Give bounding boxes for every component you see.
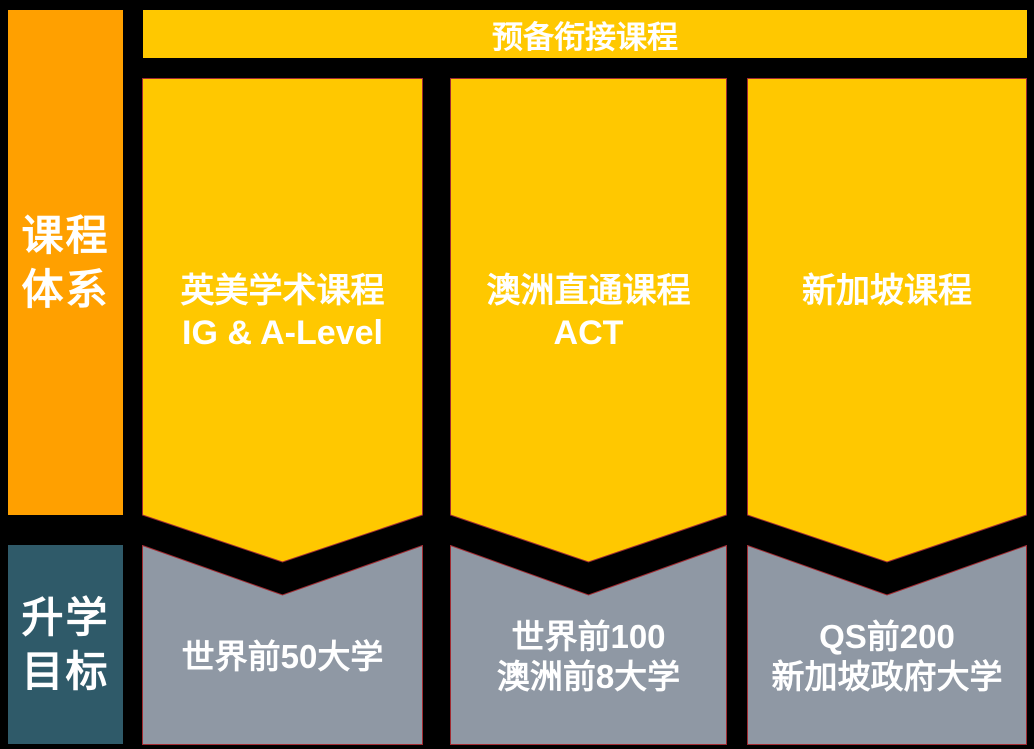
course-column-shape-3 xyxy=(747,78,1027,563)
goal-text-australia: 世界前100 澳洲前8大学 xyxy=(450,615,727,699)
goal-singapore-line2: 新加坡政府大学 xyxy=(771,658,1003,695)
sidebar-course-system-label: 课程 体系 xyxy=(8,10,123,515)
admission-goal-label-line2: 目标 xyxy=(21,647,110,695)
course-uk-us-line1: 英美学术课程 xyxy=(180,272,385,310)
prep-bridge-banner: 预备衔接课程 xyxy=(143,10,1027,58)
goal-australia-line2: 澳洲前8大学 xyxy=(496,658,681,695)
goal-text-uk-us: 世界前50大学 xyxy=(142,615,423,699)
course-system-label-line1: 课程 xyxy=(21,211,110,259)
course-system-label-line2: 体系 xyxy=(21,265,110,313)
course-column-shape-2 xyxy=(450,78,727,563)
goal-australia-line1: 世界前100 xyxy=(511,618,666,655)
course-australia-line1: 澳洲直通课程 xyxy=(486,272,691,310)
goal-uk-us-line1: 世界前50大学 xyxy=(181,638,384,675)
goal-block-shape-1 xyxy=(142,545,423,745)
course-text-uk-us: 英美学术课程 IG & A-Level xyxy=(142,270,423,354)
goal-text-singapore: QS前200 新加坡政府大学 xyxy=(747,615,1027,699)
goal-singapore-line1: QS前200 xyxy=(819,618,955,655)
sidebar-admission-goal-label: 升学 目标 xyxy=(8,545,123,744)
course-australia-line2: ACT xyxy=(553,314,624,352)
admission-goal-label-line1: 升学 xyxy=(21,593,110,641)
course-text-singapore: 新加坡课程 xyxy=(747,270,1027,312)
goal-block-shape-3 xyxy=(747,545,1027,745)
course-text-australia: 澳洲直通课程 ACT xyxy=(450,270,727,354)
course-column-shape-1 xyxy=(142,78,423,563)
course-uk-us-line2: IG & A-Level xyxy=(182,314,383,352)
course-singapore-line1: 新加坡课程 xyxy=(802,272,972,310)
goal-block-shape-2 xyxy=(450,545,727,745)
prep-bridge-banner-label: 预备衔接课程 xyxy=(492,19,678,55)
